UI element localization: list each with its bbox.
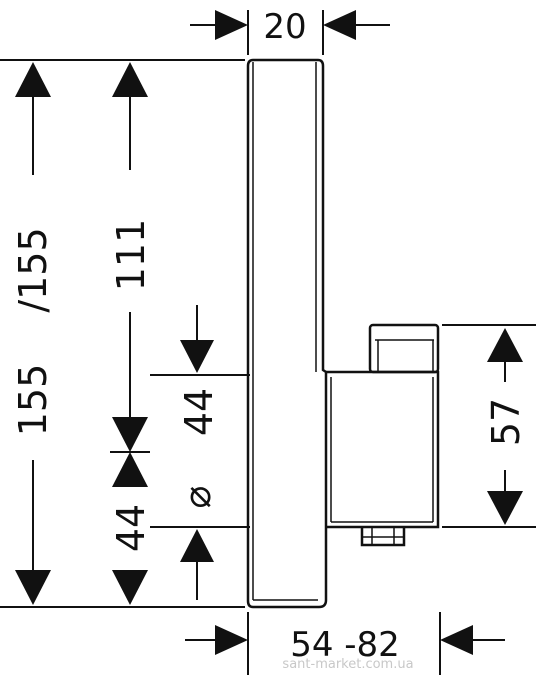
dim-left-total-label: 155 — [11, 364, 55, 437]
dim-diameter-label: 44 — [177, 388, 221, 436]
watermark: sant-market.com.ua — [282, 657, 413, 672]
dim-left-alt-label: /155 — [11, 227, 55, 312]
dimension-right: 57 — [484, 328, 528, 525]
dim-bottom-label: 54 -82 — [290, 625, 400, 665]
thermostat-body — [326, 323, 440, 547]
dim-top-label: 20 — [263, 7, 306, 47]
dimension-top: 20 — [190, 7, 390, 47]
dim-left-upper-label: 111 — [109, 219, 153, 292]
diameter-symbol: ⌀ — [175, 486, 219, 509]
cover-plate — [246, 58, 328, 609]
extension-lines — [0, 10, 536, 675]
dim-right-label: 57 — [484, 398, 528, 446]
dim-left-lower-label: 44 — [109, 504, 153, 552]
dimension-bottom: 54 -82 — [185, 625, 505, 665]
dimension-left-inner: 111 44 — [109, 62, 153, 605]
dimension-left-total: 155 /155 — [11, 62, 55, 605]
dimension-diameter: 44 ⌀ — [175, 305, 221, 600]
